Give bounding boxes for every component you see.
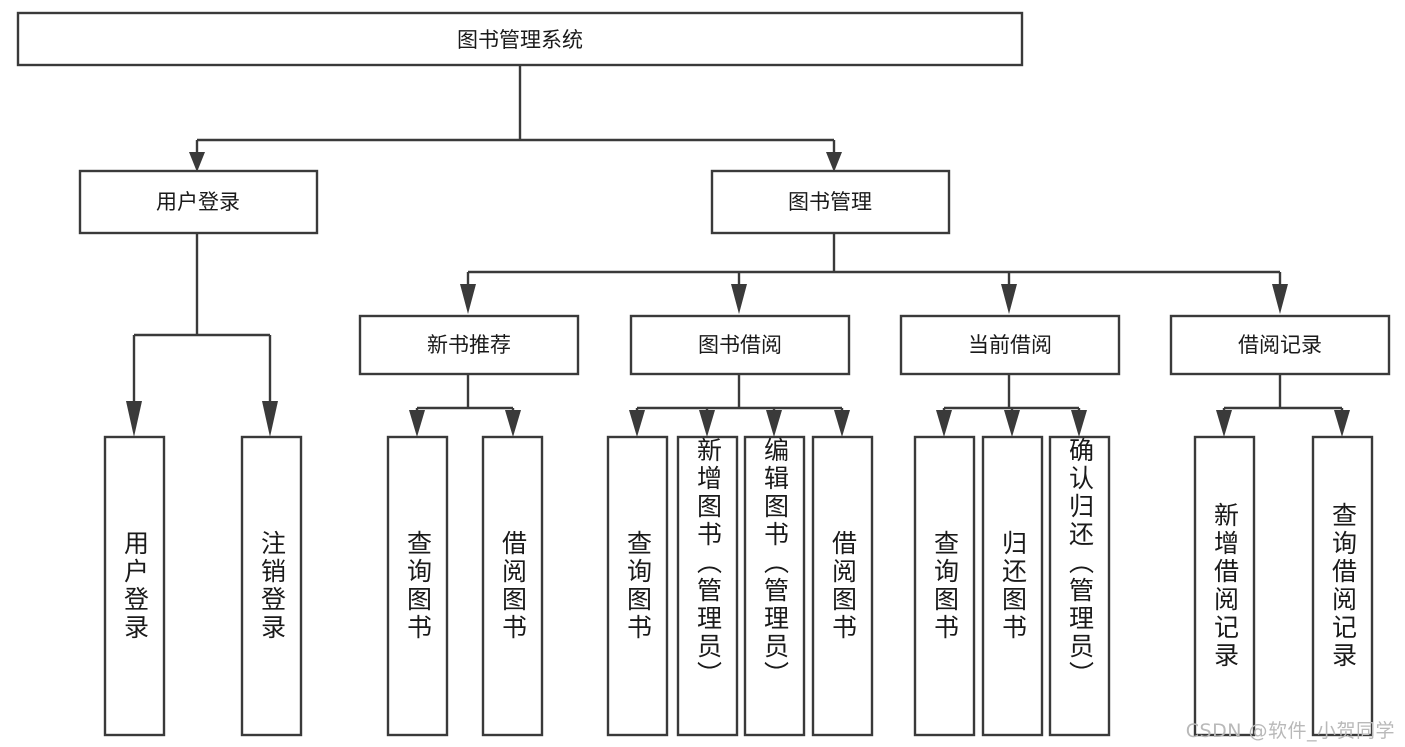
leaf-box-borrow-book-1[interactable] bbox=[481, 435, 544, 737]
node-user-login-label: 用户登录 bbox=[156, 190, 240, 214]
node-book-manage[interactable]: 图书管理 bbox=[710, 169, 951, 235]
arrow-head-user-login bbox=[189, 152, 205, 172]
arrow-head-current-borrow bbox=[1001, 284, 1017, 314]
arrow-head-new-book-rec bbox=[460, 284, 476, 314]
leaf-box-user-login[interactable] bbox=[103, 435, 166, 737]
node-book-borrow-label: 图书借阅 bbox=[698, 333, 782, 357]
node-borrow-record[interactable]: 借阅记录 bbox=[1169, 314, 1391, 376]
arrow-head-leaf-return-book bbox=[1004, 410, 1020, 437]
arrow-head-book-borrow bbox=[731, 284, 747, 314]
leaf-box-query-book-1[interactable] bbox=[386, 435, 449, 737]
leaf-box-query-book-3[interactable] bbox=[913, 435, 976, 737]
node-current-borrow-label: 当前借阅 bbox=[968, 333, 1052, 357]
node-book-borrow-box[interactable] bbox=[629, 314, 851, 376]
node-current-borrow[interactable]: 当前借阅 bbox=[899, 314, 1121, 376]
arrow-head-leaf-add-record bbox=[1216, 410, 1232, 437]
node-new-book-rec-box[interactable] bbox=[358, 314, 580, 376]
csdn-watermark: CSDN @软件_小贺同学 bbox=[1185, 720, 1395, 742]
arrow-head-leaf-user-login bbox=[126, 401, 142, 437]
leaf-box-add-book[interactable] bbox=[676, 435, 739, 737]
node-user-login[interactable]: 用户登录 bbox=[78, 169, 319, 235]
arrow-head-leaf-confirm-return bbox=[1071, 410, 1087, 437]
arrow-head-leaf-query-book-1 bbox=[409, 410, 425, 437]
arrow-head-leaf-query-book-2 bbox=[629, 410, 645, 437]
node-root[interactable]: 图书管理系统 bbox=[16, 11, 1024, 67]
connector-layer bbox=[126, 65, 1350, 437]
node-root-label: 图书管理系统 bbox=[457, 28, 583, 52]
node-book-manage-label: 图书管理 bbox=[788, 190, 872, 214]
leaf-box-confirm-return[interactable] bbox=[1048, 435, 1111, 737]
node-book-manage-box[interactable] bbox=[710, 169, 951, 235]
leaf-box-edit-book[interactable] bbox=[743, 435, 806, 737]
node-new-book-rec-label: 新书推荐 bbox=[427, 333, 511, 357]
arrow-head-leaf-query-record bbox=[1334, 410, 1350, 437]
leaf-box-borrow-book-2[interactable] bbox=[811, 435, 874, 737]
node-user-login-box[interactable] bbox=[78, 169, 319, 235]
arrow-head-borrow-record bbox=[1272, 284, 1288, 314]
node-book-borrow[interactable]: 图书借阅 bbox=[629, 314, 851, 376]
leaf-box-layer bbox=[103, 435, 1374, 737]
node-current-borrow-box[interactable] bbox=[899, 314, 1121, 376]
node-borrow-record-label: 借阅记录 bbox=[1238, 333, 1322, 357]
leaf-box-add-record[interactable] bbox=[1193, 435, 1256, 737]
arrow-head-book-manage bbox=[826, 152, 842, 172]
node-new-book-rec[interactable]: 新书推荐 bbox=[358, 314, 580, 376]
arrow-head-leaf-edit-book bbox=[766, 410, 782, 437]
arrow-head-leaf-borrow-book-2 bbox=[834, 410, 850, 437]
node-borrow-record-box[interactable] bbox=[1169, 314, 1391, 376]
arrow-head-leaf-logout-login bbox=[262, 401, 278, 437]
arrow-head-leaf-query-book-3 bbox=[936, 410, 952, 437]
arrow-head-leaf-borrow-book-1 bbox=[505, 410, 521, 437]
leaf-box-logout-login[interactable] bbox=[240, 435, 303, 737]
node-root-box[interactable] bbox=[16, 11, 1024, 67]
leaf-box-query-record[interactable] bbox=[1311, 435, 1374, 737]
leaf-box-return-book[interactable] bbox=[981, 435, 1044, 737]
leaf-box-query-book-2[interactable] bbox=[606, 435, 669, 737]
arrow-head-leaf-add-book bbox=[699, 410, 715, 437]
